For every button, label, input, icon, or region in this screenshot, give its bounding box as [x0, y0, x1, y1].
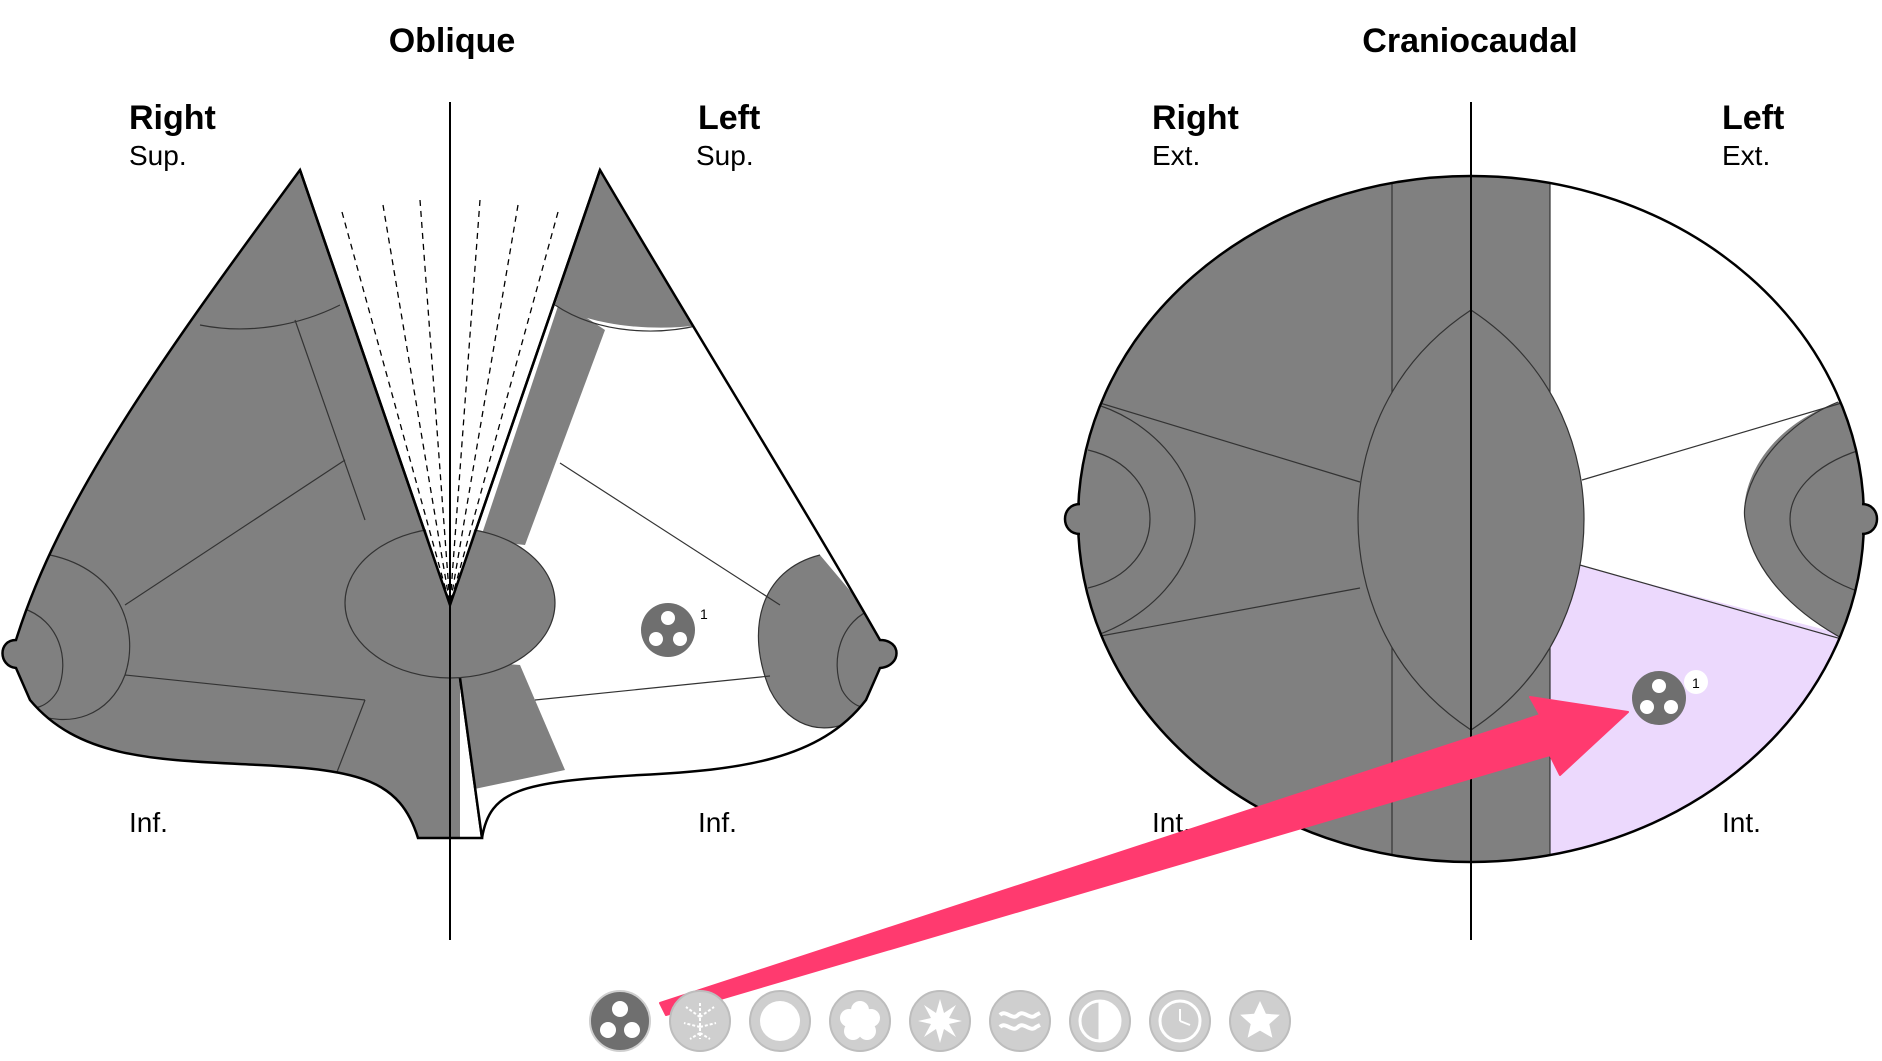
oblique-lesion-marker[interactable]: 1	[641, 603, 708, 657]
cc-left-ext: Ext.	[1722, 140, 1770, 171]
oblique-marker-number: 1	[700, 606, 708, 622]
cc-right-nipple	[1063, 502, 1081, 536]
ring-icon[interactable]	[749, 990, 811, 1052]
flower-icon[interactable]	[829, 990, 891, 1052]
cc-title: Craniocaudal	[1362, 22, 1577, 60]
cc-left-int: Int.	[1722, 807, 1761, 838]
oblique-right-outline	[1, 167, 484, 840]
cc-lesion-marker[interactable]: 1	[1632, 670, 1708, 725]
oblique-view: Oblique Right Sup. Left Sup. Inf. Inf.	[1, 22, 898, 940]
clock-icon[interactable]	[1149, 990, 1211, 1052]
annotation-arrow	[659, 696, 1629, 1016]
star-icon[interactable]	[1229, 990, 1291, 1052]
oblique-left-outline	[448, 167, 898, 839]
tree-icon[interactable]	[669, 990, 731, 1052]
oblique-dashed-lines	[341, 199, 559, 606]
oblique-left-inf: Inf.	[698, 807, 737, 838]
cc-right-label: Right	[1152, 99, 1239, 137]
half-circle-icon[interactable]	[1069, 990, 1131, 1052]
cc-marker-number: 1	[1692, 675, 1700, 691]
oblique-title: Oblique	[389, 22, 516, 60]
waves-icon[interactable]	[989, 990, 1051, 1052]
dots-icon[interactable]	[589, 990, 651, 1052]
craniocaudal-view: Craniocaudal Right Ext. Left Ext.	[1063, 22, 1879, 940]
oblique-left-sup: Sup.	[696, 140, 754, 171]
oblique-right-sup: Sup.	[129, 140, 187, 171]
cc-left-nipple	[1861, 502, 1879, 536]
oblique-right-inf: Inf.	[129, 807, 168, 838]
symbol-toolbar	[589, 990, 1291, 1052]
oblique-left-label: Left	[698, 99, 760, 137]
burst-icon[interactable]	[909, 990, 971, 1052]
oblique-right-label: Right	[129, 99, 216, 137]
cc-left-label: Left	[1722, 99, 1784, 137]
cc-right-ext: Ext.	[1152, 140, 1200, 171]
